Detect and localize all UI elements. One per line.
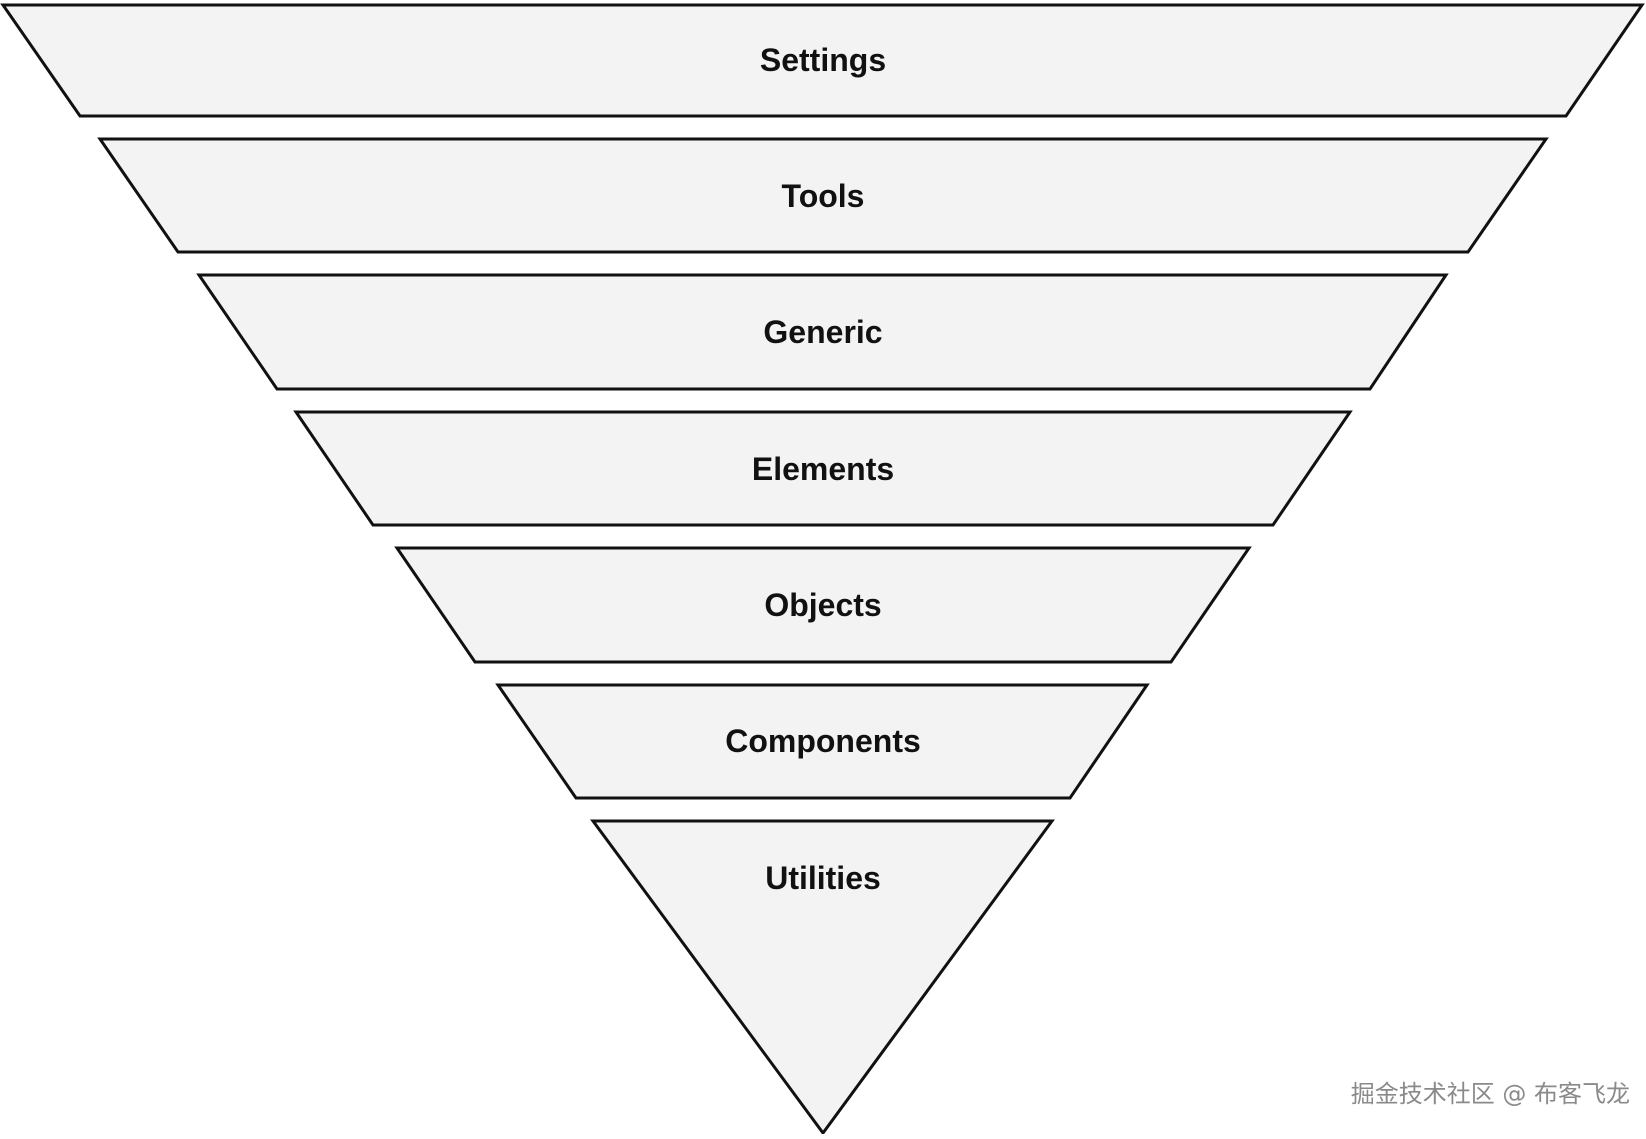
layer-utilities-shape (590, 819, 1055, 1136)
layer-utilities-label: Utilities (765, 860, 881, 896)
layer-components-shape (495, 683, 1150, 800)
layer-components-label: Components (725, 723, 921, 759)
layer-elements-label: Elements (752, 451, 894, 487)
layer-tools-shape (97, 137, 1549, 254)
layer-elements-shape (293, 410, 1353, 527)
layer-objects: Objects (394, 546, 1252, 664)
watermark-text: 掘金技术社区 @ 布客飞龙 (1350, 1080, 1630, 1108)
layer-settings-label: Settings (760, 42, 886, 78)
layer-objects-shape (394, 546, 1252, 664)
layer-tools: Tools (97, 137, 1549, 254)
layer-settings: Settings (0, 3, 1645, 118)
layer-elements: Elements (293, 410, 1353, 527)
layer-settings-shape (0, 3, 1645, 118)
layer-objects-label: Objects (764, 587, 881, 623)
layer-utilities: Utilities (590, 819, 1055, 1136)
layer-components: Components (495, 683, 1150, 800)
layer-tools-label: Tools (782, 178, 865, 214)
layer-generic-label: Generic (763, 314, 882, 350)
layer-generic-shape (196, 273, 1449, 391)
layer-generic: Generic (196, 273, 1449, 391)
